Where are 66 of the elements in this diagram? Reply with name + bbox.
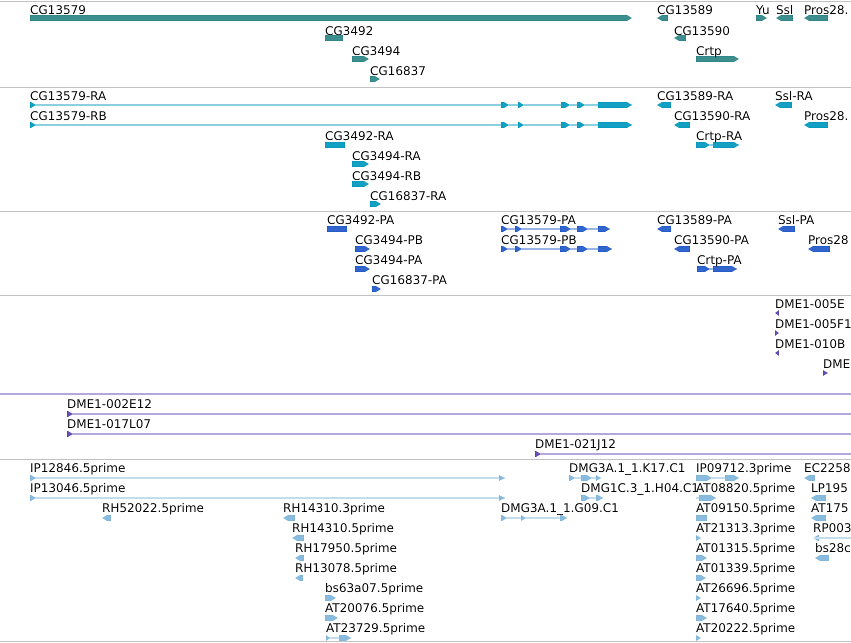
feature-label: DMG3A.1_1.G09.C1	[501, 501, 619, 515]
feature-label: EC2258	[804, 461, 850, 475]
feature-label: AT01339.5prime	[696, 561, 796, 575]
feature-label: CG13589-RA	[657, 89, 734, 103]
feature-label: Crtp-RA	[696, 129, 742, 143]
feature-label: Pros28.	[804, 109, 848, 123]
feature-label: CG3492	[325, 24, 374, 38]
feature-label: RH17950.5prime	[295, 541, 397, 555]
feature-label: CG3492-PA	[327, 213, 394, 227]
feature-label: AT09150.5prime	[696, 501, 796, 515]
feature-label: AT01315.5prime	[696, 541, 796, 555]
feature-label: LP195	[811, 481, 848, 495]
feature-label: DME1-005F1	[775, 317, 851, 331]
feature-label: CG13590	[674, 24, 730, 38]
feature-label: bs28c	[815, 541, 851, 555]
feature-label: AT21313.3prime	[696, 521, 796, 535]
feature-label: CG3494-PA	[355, 253, 422, 267]
feature-label: CG13579	[30, 3, 86, 17]
feature-label: CG16837-PA	[372, 273, 447, 287]
feature-label: CG13590-PA	[674, 233, 749, 247]
feature-label: DMG1C.3_1.H04.C1	[581, 481, 699, 495]
feature-label: CG13589	[657, 3, 713, 17]
feature-label: Pros28	[808, 233, 849, 247]
feature-label: Ssl	[776, 3, 794, 17]
feature-label: AT26696.5prime	[696, 581, 796, 595]
feature-label: AT175	[811, 501, 849, 515]
feature-label: AT23729.5prime	[326, 621, 426, 635]
feature-label: Yu	[756, 3, 770, 17]
feature-label: AT17640.5prime	[696, 601, 796, 615]
feature-label: CG3494	[352, 44, 400, 58]
feature-label: AT20076.5prime	[325, 601, 424, 615]
feature-label: CG16837-RA	[370, 189, 446, 203]
feature-label: Crtp-PA	[697, 253, 742, 267]
feature-label: Ssl-RA	[775, 89, 813, 103]
feature-label: RH13078.5prime	[295, 561, 397, 575]
feature-label: CG13589-PA	[657, 213, 732, 227]
feature-label: RH14310.3prime	[283, 501, 385, 515]
feature-label: bs63a07.5prime	[325, 581, 424, 595]
feature-label: Ssl-PA	[778, 213, 814, 227]
feature-label: CG3494-RA	[352, 149, 421, 163]
feature-label: DME	[823, 357, 850, 371]
feature-label: CG16837	[370, 64, 426, 78]
feature-label: CG3492-RA	[325, 129, 394, 143]
feature-label: CG3494-RB	[352, 169, 422, 183]
feature-label: CG13579-RB	[30, 109, 107, 123]
feature-label: DMG3A.1_1.K17.C1	[569, 461, 686, 475]
feature-label: CG13590-RA	[674, 109, 750, 123]
feature-label: DME1-002E12	[67, 397, 152, 411]
feature-label: Crtp	[696, 44, 722, 58]
feature-label: RH52022.5prime	[102, 501, 204, 515]
feature-label: IP09712.3prime	[696, 461, 792, 475]
feature-label: AT08820.5prime	[696, 481, 796, 495]
feature-label: Pros28.	[804, 3, 848, 17]
feature-label: CG13579-PA	[501, 213, 576, 227]
feature-label: IP13046.5prime	[30, 481, 126, 495]
feature-label: CG3494-PB	[355, 233, 424, 247]
feature-label: CG13579-RA	[30, 89, 106, 103]
feature-label: RH14310.5prime	[292, 521, 394, 535]
feature-label: DME1-021J12	[535, 437, 616, 451]
feature-label: IP12846.5prime	[30, 461, 126, 475]
feature-label: CG13579-PB	[501, 233, 577, 247]
feature-label: AT20222.5prime	[696, 621, 796, 635]
feature-label: DME1-005E	[775, 297, 845, 311]
feature-label: RP003	[813, 521, 851, 535]
feature-label: DME1-010B	[775, 337, 846, 351]
feature-label: DME1-017L07	[67, 417, 151, 431]
